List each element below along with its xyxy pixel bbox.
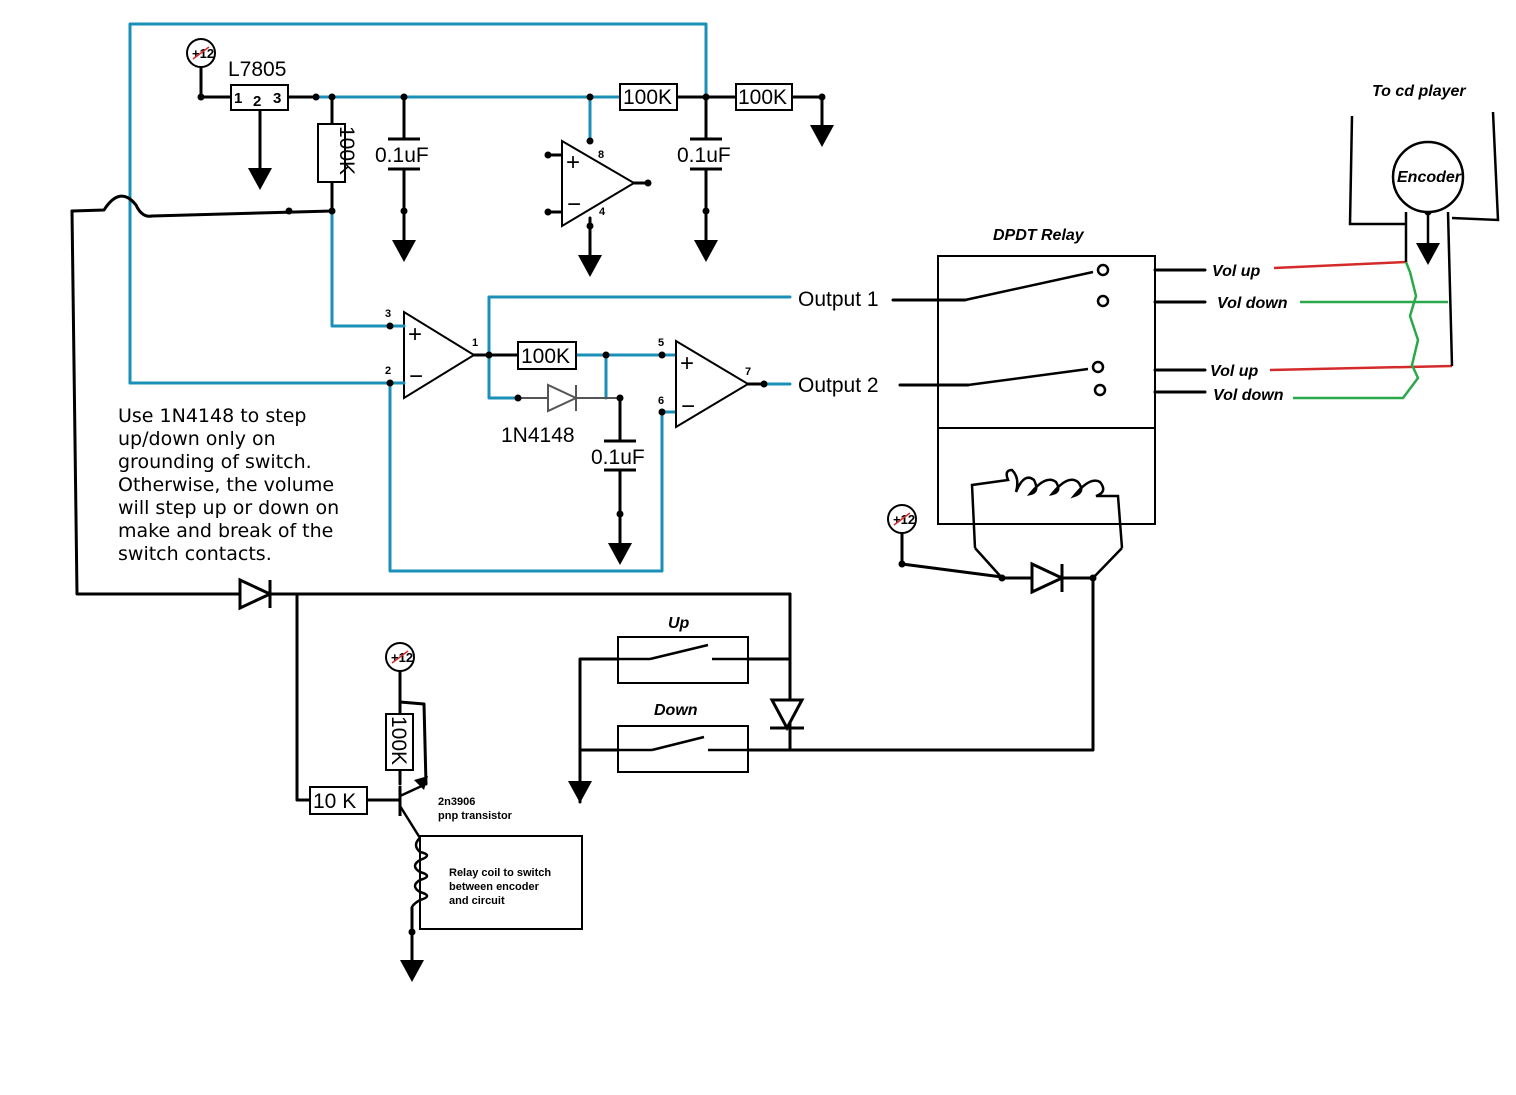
svg-text:+: + [408,321,422,348]
svg-text:Encoder: Encoder [1397,169,1462,186]
svg-text:2n3906: 2n3906 [438,796,475,808]
capacitor-c2: 0.1uF [677,137,731,171]
svg-text:Use 1N4148 to step: Use 1N4148 to step [118,405,306,427]
diode-vertical [769,698,805,732]
svg-text:make and break of the: make and break of the [118,520,333,542]
svg-text:5: 5 [658,337,664,349]
svg-text:Vol down: Vol down [1217,295,1288,312]
svg-text:2: 2 [385,365,391,377]
svg-text:Relay coil to switch: Relay coil to switch [449,867,551,879]
svg-text:100K: 100K [623,86,672,109]
svg-text:L7805: L7805 [228,58,286,81]
svg-text:6: 6 [658,395,664,407]
svg-text:up/down only on: up/down only on [118,428,276,450]
svg-text:switch contacts.: switch contacts. [118,543,272,565]
svg-text:+12: +12 [893,512,915,527]
svg-text:1: 1 [234,90,242,107]
junction-dots [197,93,1432,936]
opamp-u1: + − 3 2 1 [385,308,478,400]
black-wires [70,65,1207,962]
capacitor-c1: 0.1uF [375,137,429,171]
resistor-divider-1: 100K [619,83,678,111]
svg-text:+: + [566,149,580,176]
svg-text:2: 2 [253,93,261,110]
voltage-regulator: L7805 1 2 3 [228,58,289,111]
teal-wires [128,22,792,573]
svg-text:grounding of switch.: grounding of switch. [118,451,312,473]
opamp-top: + − 8 4 [561,139,636,228]
switch-down: Down [617,702,749,773]
diode-main [238,577,274,611]
svg-text:Up: Up [668,615,690,632]
supply-symbol: +12 [887,504,917,534]
svg-text:1N4148: 1N4148 [501,424,575,447]
svg-text:3: 3 [273,90,281,107]
svg-text:DPDT Relay: DPDT Relay [993,227,1085,244]
dpdt-relay: DPDT Relay Vol up Vol down Vol up Vol do… [937,227,1288,579]
svg-text:Vol down: Vol down [1213,387,1284,404]
svg-text:0.1uF: 0.1uF [591,446,645,469]
relay-coil: Relay coil to switch between encoder and… [410,835,583,930]
svg-text:between encoder: between encoder [449,881,540,893]
resistor-mid: 100K [517,341,577,370]
pnp-transistor: 2n3906 pnp transistor [398,776,513,839]
opamp-u2: + − 5 6 7 [658,337,751,429]
svg-text:To cd player: To cd player [1372,83,1466,100]
supply-symbol: +12 [385,642,415,672]
svg-text:100K: 100K [335,126,358,175]
output-2-label: Output 2 [798,374,879,397]
svg-text:0.1uF: 0.1uF [375,144,429,167]
diode-relay [1030,561,1066,595]
svg-text:100K: 100K [387,716,410,765]
svg-text:4: 4 [599,206,606,218]
resistor-vertical: 100K [317,123,358,183]
svg-text:−: − [567,191,581,218]
switch-up: Up [617,615,749,684]
svg-text:will step up or down on: will step up or down on [118,497,339,519]
svg-text:1: 1 [472,337,478,349]
svg-text:0.1uF: 0.1uF [677,144,731,167]
svg-text:7: 7 [745,366,751,378]
note-text: Use 1N4148 to step up/down only on groun… [118,405,339,565]
player-cabling [1269,260,1453,400]
output-1-label: Output 1 [798,288,879,311]
resistor-transistor: 100K [385,713,414,771]
supply-symbol: +12 [186,38,216,68]
svg-text:+: + [680,350,694,377]
svg-text:100K: 100K [521,345,570,368]
svg-text:−: − [409,363,423,390]
svg-text:pnp transistor: pnp transistor [438,810,513,822]
svg-text:Vol up: Vol up [1212,263,1261,280]
capacitor-c3: 0.1uF [591,439,645,472]
svg-text:Vol up: Vol up [1210,363,1259,380]
svg-text:100K: 100K [738,86,787,109]
svg-text:8: 8 [598,149,604,161]
svg-text:+12: +12 [391,650,413,665]
svg-text:Down: Down [654,702,698,719]
svg-text:10 K: 10 K [313,790,356,813]
ground-symbols [248,125,1440,982]
svg-text:+12: +12 [192,46,214,61]
svg-text:3: 3 [385,308,391,320]
svg-text:−: − [681,393,695,420]
svg-text:Otherwise, the volume: Otherwise, the volume [118,474,334,496]
cd-player-encoder: To cd player Encoder [1348,83,1500,367]
svg-text:and circuit: and circuit [449,895,505,907]
diode-1n4148: 1N4148 [501,383,620,447]
resistor-divider-2: 100K [735,83,793,111]
resistor-base: 10 K [309,786,368,815]
